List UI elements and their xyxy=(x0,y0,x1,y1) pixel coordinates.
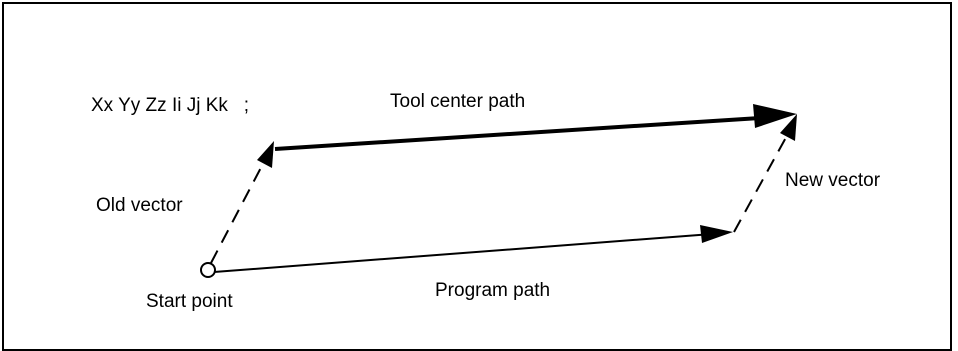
old-vector-arrowhead xyxy=(257,141,274,168)
tool-center-path-label: Tool center path xyxy=(390,91,526,112)
start-point-marker xyxy=(200,262,216,278)
start-point-label: Start point xyxy=(146,291,233,312)
new-vector-arrowhead xyxy=(780,114,797,141)
old-vector-line xyxy=(210,157,267,264)
program-path-line xyxy=(213,233,713,273)
program-path-label: Program path xyxy=(435,280,551,301)
program-path-arrowhead xyxy=(700,225,733,243)
command-text: Xx Yy Zz Ii Jj Kk ; xyxy=(91,95,250,116)
old-vector-label: Old vector xyxy=(96,195,183,216)
tool-center-path-line xyxy=(274,116,761,151)
tool-center-path-arrowhead xyxy=(753,104,797,128)
new-vector-line xyxy=(733,131,790,233)
new-vector-label: New vector xyxy=(785,170,881,191)
